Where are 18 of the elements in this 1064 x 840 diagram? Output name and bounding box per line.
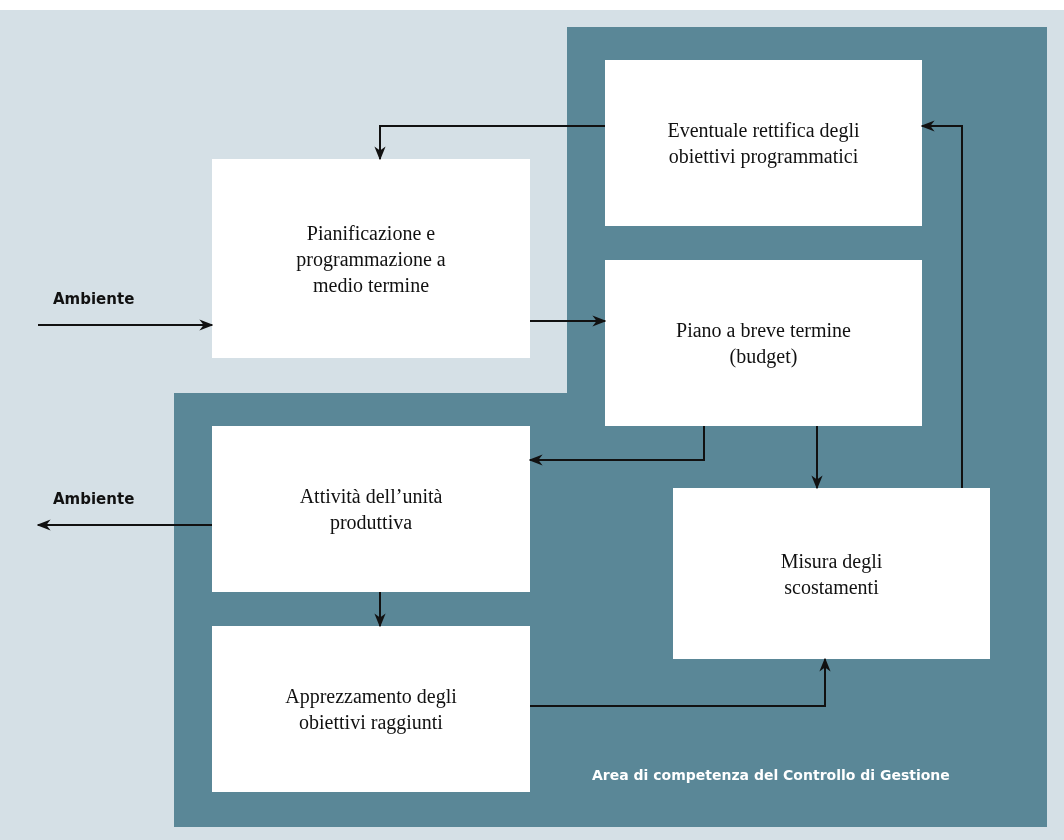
process-box: Piano a breve termine (budget) [605, 260, 922, 426]
arrow [529, 657, 831, 707]
area-title: Area di competenza del Controllo di Gestione [592, 767, 950, 783]
arrow [528, 425, 705, 466]
arrow [529, 315, 607, 327]
process-box: Attività dell’unità produttiva [212, 426, 530, 592]
arrow [374, 591, 386, 628]
arrow [920, 120, 963, 489]
process-box: Misura degli scostamenti [673, 488, 990, 659]
process-box: Eventuale rettifica degli obiettivi programmatici [605, 60, 922, 226]
arrow [811, 425, 823, 490]
process-box: Apprezzamento degli obiettivi raggiunti [212, 626, 530, 792]
process-box: Pianificazione e programmazione a medio termine [212, 159, 530, 358]
arrow [37, 319, 214, 331]
arrow [36, 519, 213, 531]
arrow [374, 125, 606, 161]
flow-label: Ambiente [38, 488, 148, 525]
flow-label: Ambiente [38, 288, 148, 325]
